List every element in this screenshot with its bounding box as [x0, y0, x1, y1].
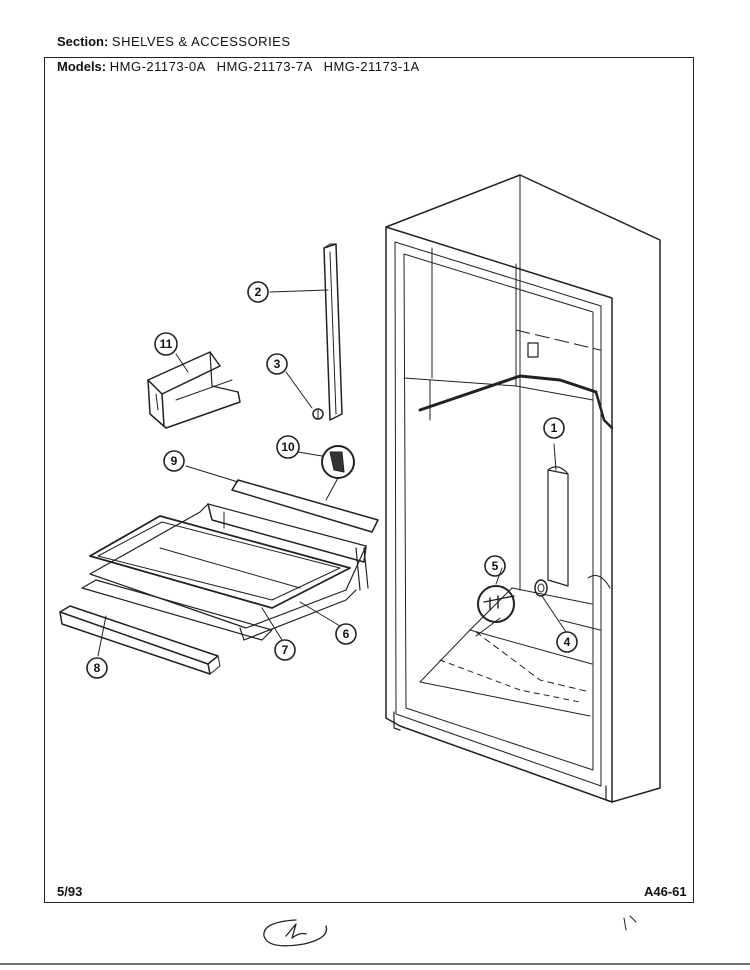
- part-8-front-trim: [59, 605, 221, 675]
- leader-lines: [97, 289, 567, 657]
- footer-date: 5/93: [57, 884, 83, 899]
- svg-text:1: 1: [551, 421, 558, 435]
- part-4-washer: [534, 579, 548, 597]
- callouts: 1 2 3 4 5 6 7 8: [86, 281, 578, 679]
- callout-4: 4: [556, 631, 578, 653]
- svg-text:6: 6: [343, 627, 350, 641]
- part-5-screw-detail: [477, 585, 515, 623]
- svg-text:10: 10: [281, 440, 295, 454]
- section-label: Section:: [57, 34, 109, 49]
- svg-text:11: 11: [160, 337, 173, 351]
- models-heading: Models: HMG-21173-0A HMG-21173-7A HMG-21…: [57, 59, 420, 74]
- svg-text:9: 9: [171, 454, 178, 468]
- svg-text:7: 7: [282, 643, 289, 657]
- diagram-frame: [44, 57, 694, 903]
- part-9-trim: [231, 479, 379, 533]
- part-6-shelf-frame: [89, 503, 369, 641]
- part-10-insert-detail: [321, 445, 355, 479]
- svg-text:2: 2: [255, 285, 262, 299]
- callout-1: 1: [543, 417, 565, 439]
- callout-5: 5: [484, 555, 506, 577]
- svg-text:8: 8: [94, 661, 101, 675]
- model-1: HMG-21173-0A: [109, 59, 206, 74]
- model-2: HMG-21173-7A: [216, 59, 313, 74]
- callout-2: 2: [247, 281, 269, 303]
- section-value: SHELVES & ACCESSORIES: [111, 34, 291, 49]
- part-11-bracket: [147, 351, 241, 429]
- models-label: Models:: [57, 59, 107, 74]
- callout-6: 6: [335, 623, 357, 645]
- callout-3: 3: [266, 353, 288, 375]
- section-heading: Section: SHELVES & ACCESSORIES: [57, 34, 291, 49]
- part-3-screw: [312, 408, 324, 420]
- handwritten-initial-mark: [263, 919, 328, 947]
- refrigerator-cabinet: [385, 174, 661, 803]
- svg-text:4: 4: [564, 635, 571, 649]
- footer-page-code: A46-61: [644, 884, 687, 899]
- callout-10: 10: [276, 435, 300, 459]
- part-7-glass-shelf: [81, 515, 351, 641]
- svg-text:3: 3: [274, 357, 281, 371]
- callout-11: 11: [154, 332, 178, 356]
- svg-text:5: 5: [492, 559, 499, 573]
- callout-8: 8: [86, 657, 108, 679]
- part-2-shelf-standard: [323, 243, 343, 421]
- callout-7: 7: [274, 639, 296, 661]
- model-3: HMG-21173-1A: [323, 59, 420, 74]
- callout-9: 9: [163, 450, 185, 472]
- stray-marks: [0, 915, 750, 965]
